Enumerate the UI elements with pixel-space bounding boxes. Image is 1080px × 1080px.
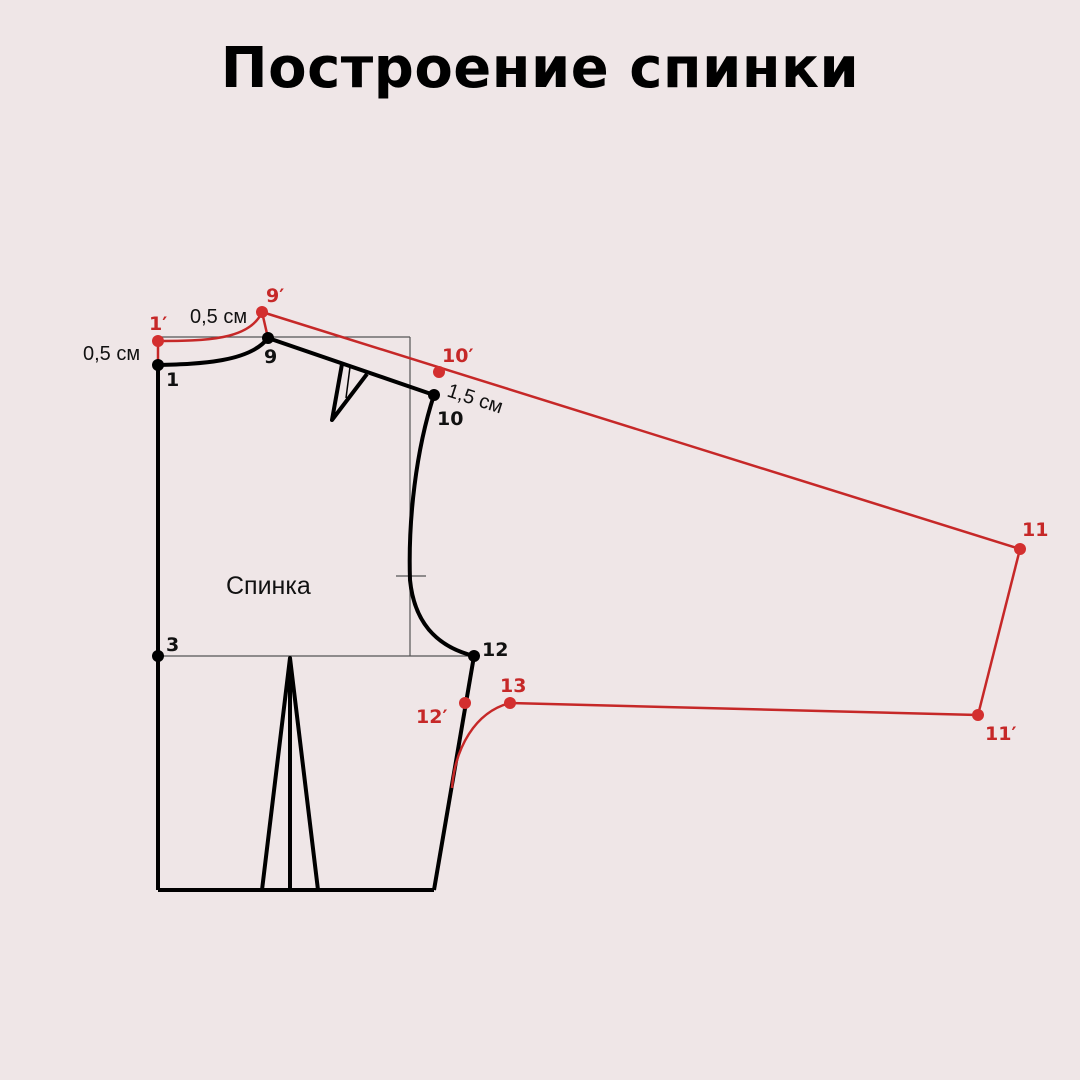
point-11 (1014, 543, 1026, 555)
label-point-9: 9 (264, 346, 277, 368)
label-point-9-prime: 9′ (266, 285, 284, 307)
point-9 (262, 332, 274, 344)
helper-lines (158, 336, 474, 657)
label-point-3: 3 (166, 634, 179, 656)
label-point-10-prime: 10′ (442, 345, 473, 367)
point-12 (468, 650, 480, 662)
sleeve-underarm-line (509, 701, 979, 717)
back-pattern (156, 336, 476, 892)
new-neckline (157, 311, 264, 343)
sleeve-hem-line (976, 548, 1022, 716)
shoulder-dart (330, 363, 369, 422)
label-point-10: 10 (437, 408, 463, 430)
page-title: Построение спинки (220, 36, 860, 101)
label-point-1: 1 (166, 369, 179, 391)
point-3 (152, 650, 164, 662)
label-point-11: 11 (1022, 519, 1048, 541)
label-point-1-prime: 1′ (149, 313, 167, 335)
shoulder-line (267, 336, 435, 397)
point-1-prime (152, 335, 164, 347)
point-10 (428, 389, 440, 401)
underarm-curve (450, 701, 511, 789)
red-points (152, 306, 1026, 721)
label-point-13: 13 (500, 675, 526, 697)
measure-cb-raise: 0,5 см (83, 343, 140, 365)
point-9-prime (256, 306, 268, 318)
label-point-12: 12 (482, 639, 508, 661)
point-10-prime (433, 366, 445, 378)
armhole-curve (407, 394, 475, 658)
label-point-12-prime: 12′ (416, 706, 447, 728)
point-12-prime (459, 697, 471, 709)
measure-neck-raise: 0,5 см (190, 306, 247, 328)
point-13 (504, 697, 516, 709)
sleeve-construction (156, 310, 1022, 789)
back-neckline (157, 336, 270, 367)
black-points (152, 332, 480, 662)
label-point-11-prime: 11′ (985, 723, 1016, 745)
point-11-prime (972, 709, 984, 721)
piece-label: Спинка (226, 572, 311, 600)
new-shoulder-sleeve-line (261, 310, 1021, 551)
dart-inner-line (345, 366, 351, 399)
point-1 (152, 359, 164, 371)
